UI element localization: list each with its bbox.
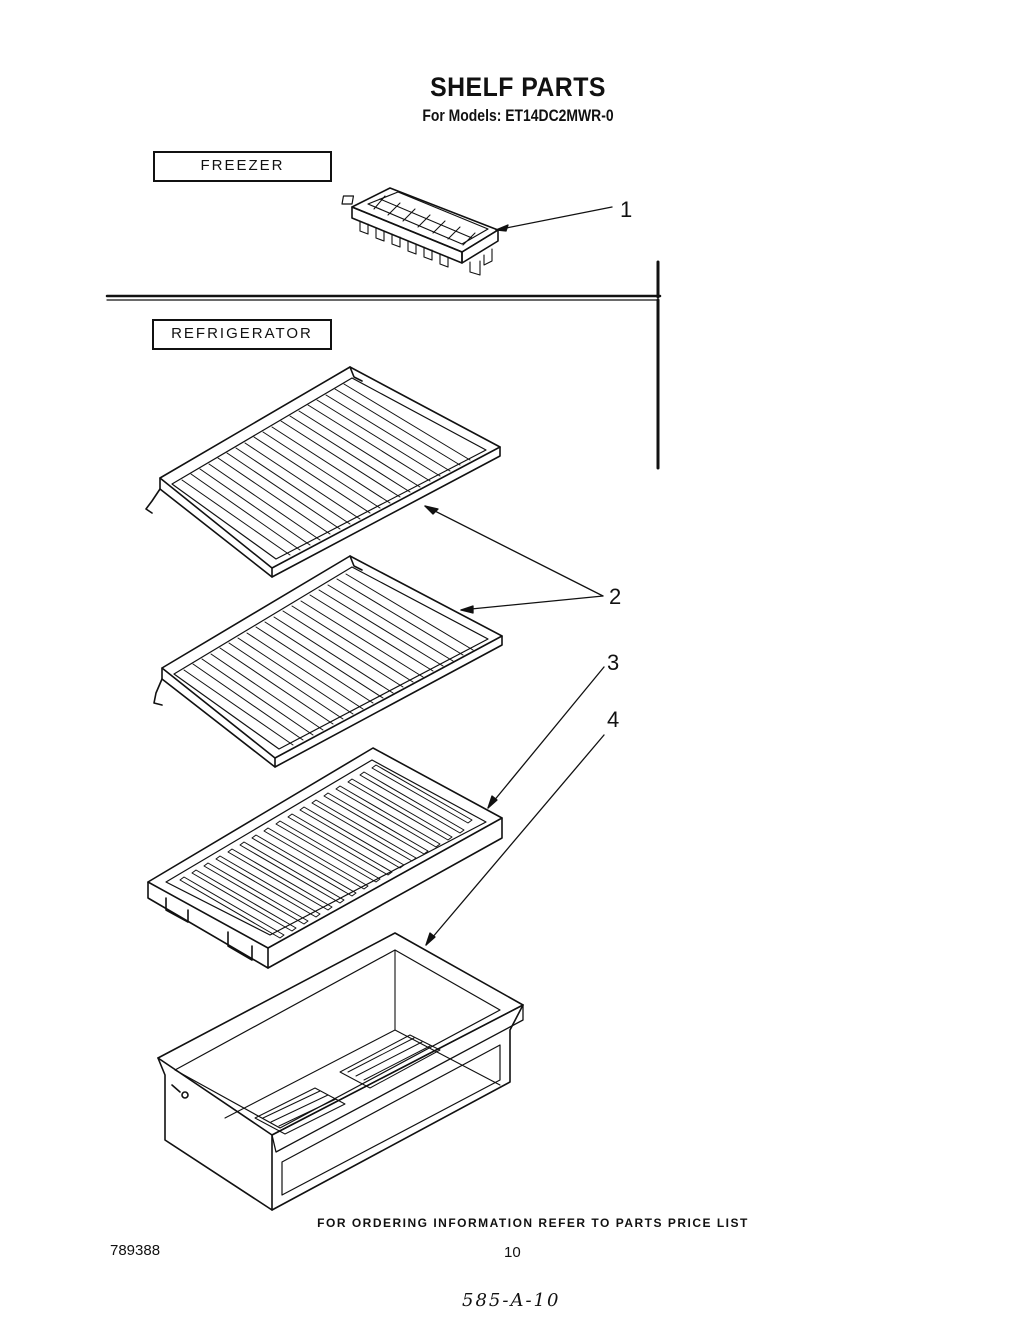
leader-line-4 [425, 734, 605, 946]
leader-line-2a [424, 505, 604, 597]
callout-2: 2 [609, 584, 622, 609]
crisper-pan-icon [157, 932, 524, 1211]
leader-line-3 [487, 666, 605, 809]
leader-line-1 [495, 206, 613, 231]
callout-1: 1 [620, 197, 633, 222]
freezer-section-label: FREEZER [153, 151, 332, 182]
arrowhead-icon [424, 505, 439, 515]
leader-line-2b [460, 595, 604, 611]
arrowhead-icon [495, 224, 509, 232]
arrowhead-icon [460, 605, 474, 614]
arrowhead-icon [425, 932, 436, 946]
leader-lines [424, 206, 613, 946]
wire-shelf-icon [153, 555, 503, 768]
crisper-cover-icon [147, 747, 503, 969]
page-title: SHELF PARTS [430, 72, 606, 102]
arrowhead-icon [487, 795, 498, 809]
section-divider [105, 260, 662, 470]
model-subtitle: For Models: ET14DC2MWR-0 [422, 106, 614, 125]
page-number: 10 [504, 1244, 521, 1261]
callout-3: 3 [607, 650, 620, 675]
callout-4: 4 [607, 707, 620, 732]
ice-tray-icon [341, 187, 499, 276]
wire-shelf-icon [145, 366, 501, 578]
refrigerator-section-label: REFRIGERATOR [152, 319, 332, 350]
ordering-note: FOR ORDERING INFORMATION REFER TO PARTS … [317, 1216, 749, 1230]
handwritten-reference: 585-A-10 [462, 1290, 561, 1311]
document-number: 789388 [110, 1242, 161, 1259]
